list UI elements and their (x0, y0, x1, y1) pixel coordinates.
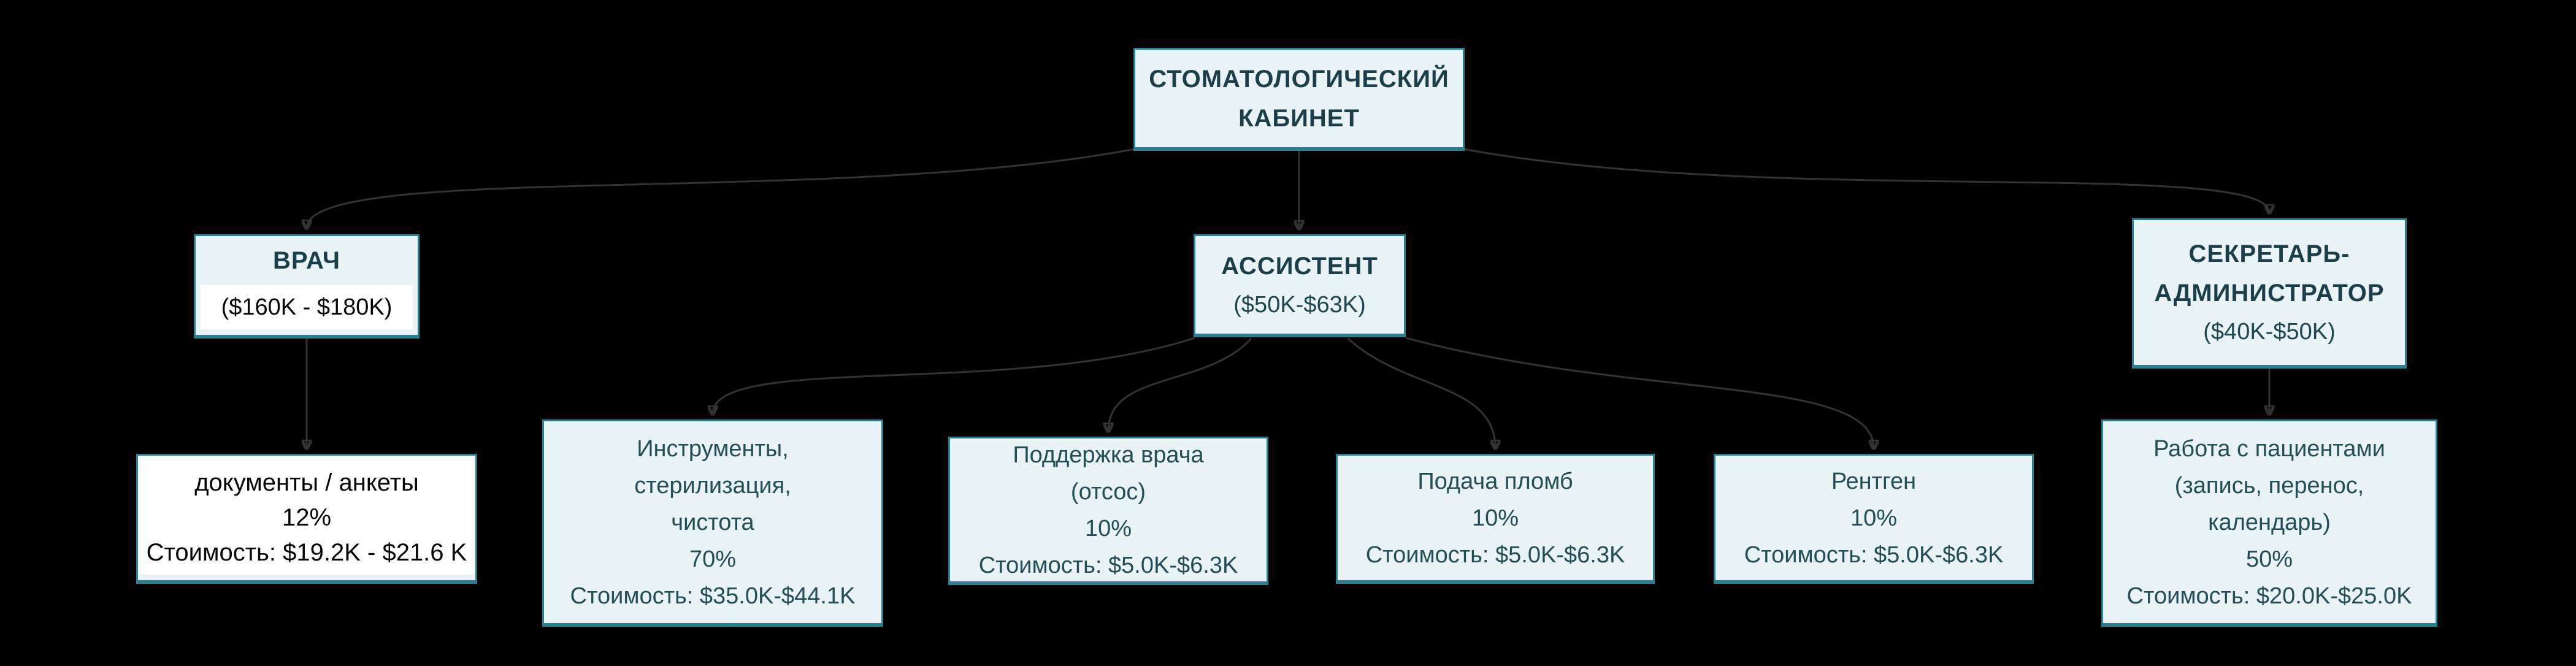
node-instruments[interactable]: Инструменты, стерилизация, чистота 70% С… (542, 419, 883, 627)
node-text-line: Стоимость: $20.0K-$25.0K (2126, 583, 2412, 609)
edge-assistant-instruments (713, 337, 1195, 414)
node-title-band: ВРАЧ (196, 236, 418, 285)
node-text-line: Инструменты, (637, 435, 789, 462)
node-documents[interactable]: документы / анкеты 12% Стоимость: $19.2K… (136, 454, 477, 584)
node-title-line: КАБИНЕТ (1238, 104, 1360, 132)
node-text-line: 50% (2245, 546, 2293, 572)
node-fillings[interactable]: Подача пломб 10% Стоимость: $5.0K-$6.3K (1336, 454, 1655, 584)
node-text-line: чистота (671, 509, 754, 535)
node-text-line: календарь) (2208, 509, 2331, 535)
node-title-line: АССИСТЕНТ (1221, 252, 1378, 280)
edge-root-secretary (1463, 148, 2269, 213)
node-title-line: СТОМАТОЛОГИЧЕСКИЙ (1149, 65, 1449, 93)
node-dental-office[interactable]: СТОМАТОЛОГИЧЕСКИЙ КАБИНЕТ (1133, 48, 1465, 151)
node-xray[interactable]: Рентген 10% Стоимость: $5.0K-$6.3K (1714, 454, 2034, 584)
node-secretary-admin[interactable]: СЕКРЕТАРЬ- АДМИНИСТРАТОР ($40K-$50K) (2132, 218, 2407, 369)
node-text-line: 10% (1850, 505, 1898, 531)
node-text-line: Работа с пациентами (2153, 435, 2385, 462)
node-title-line: АДМИНИСТРАТОР (2154, 280, 2385, 307)
salary-text: ($160K - $180K) (221, 294, 393, 320)
node-text-line: стерилизация, (634, 472, 791, 499)
node-text-line: Поддержка врача (1013, 442, 1204, 468)
node-text-line: 12% (282, 504, 332, 531)
node-text-line: Стоимость: $5.0K-$6.3K (1365, 542, 1625, 568)
node-patients[interactable]: Работа с пациентами (запись, перенос, ка… (2101, 419, 2437, 627)
node-text-line: Стоимость: $5.0K-$6.3K (1744, 542, 2004, 568)
node-title-line: СЕКРЕТАРЬ- (2188, 240, 2350, 267)
node-text-line: 10% (1471, 505, 1519, 531)
node-text-line: (запись, перенос, (2174, 472, 2364, 499)
edge-root-doctor (307, 148, 1135, 228)
node-text-line: Стоимость: $5.0K-$6.3K (978, 552, 1238, 578)
salary-text: ($40K-$50K) (2203, 319, 2336, 345)
node-text-line: 70% (689, 546, 737, 572)
edge-assistant-fillings (1347, 337, 1495, 448)
edge-assistant-support (1108, 337, 1252, 431)
node-text-line: Стоимость: $19.2K - $21.6 K (146, 539, 467, 566)
node-doctor[interactable]: ВРАЧ ($160K - $180K) (194, 234, 420, 339)
node-text-line: Рентген (1831, 468, 1917, 494)
node-assistant[interactable]: АССИСТЕНТ ($50K-$63K) (1194, 234, 1406, 337)
node-text-line: Стоимость: $35.0K-$44.1K (570, 583, 856, 609)
node-doctor-support[interactable]: Поддержка врача (отсос) 10% Стоимость: $… (948, 437, 1268, 585)
edge-assistant-xray (1405, 337, 1874, 448)
node-text-line: документы / анкеты (194, 469, 419, 496)
salary-band: ($160K - $180K) (201, 285, 413, 329)
node-bottom-strip (138, 575, 475, 580)
node-title-line: ВРАЧ (273, 247, 340, 274)
node-text-line: (отсос) (1070, 478, 1146, 505)
node-text-line: 10% (1084, 515, 1132, 542)
node-text-line: Подача пломб (1417, 468, 1573, 494)
salary-text: ($50K-$63K) (1233, 291, 1366, 318)
